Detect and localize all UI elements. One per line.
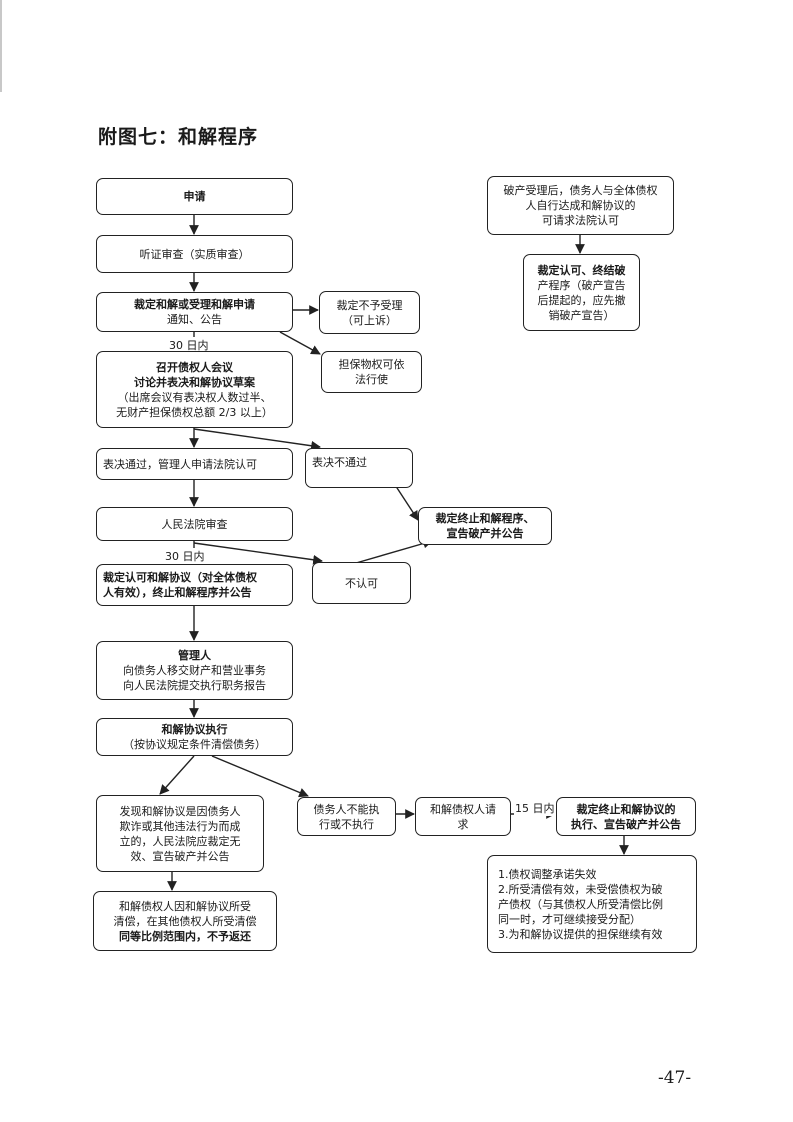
node-cannot-execute: 债务人不能执 行或不执行: [297, 797, 396, 836]
scan-edge-mark: [0, 0, 2, 92]
node-approve: 裁定认可和解协议（对全体债权 人有效），终止和解程序并公告: [96, 564, 293, 606]
arrow-review-notapproved: [193, 542, 323, 565]
node-administrator: 管理人 向债务人移交财产和营业事务 向人民法院提交执行职务报告: [96, 641, 293, 700]
arrow-accept-secured: [279, 331, 321, 355]
node-ruling-end: 裁定认可、终结破 产程序（破产宣告 后提起的，应先撤 销破产宣告）: [523, 254, 640, 331]
page-title: 附图七：和解程序: [98, 126, 259, 148]
node-not-approved: 不认可: [312, 562, 411, 604]
node-terminate: 裁定终止和解程序、 宣告破产并公告: [418, 507, 552, 545]
node-no-return: 和解债权人因和解协议所受 清偿，在其他债权人所受清偿 同等比例范围内，不予返还: [93, 891, 277, 951]
arrow-execution-cannot: [211, 755, 309, 798]
node-vote-pass: 表决通过，管理人申请法院认可: [96, 448, 293, 480]
node-ruling-accept: 裁定和解或受理和解申请 通知、公告: [96, 292, 293, 332]
arrow-meeting-fail: [193, 428, 321, 451]
node-effects: 1.债权调整承诺失效 2.所受清偿有效，未受偿债权为破 产债权（与其债权人所受清…: [487, 855, 697, 953]
node-self-settle: 破产受理后，债务人与全体债权 人自行达成和解协议的 可请求法院认可: [487, 176, 674, 235]
node-terminate-agreement: 裁定终止和解协议的 执行、宣告破产并公告: [556, 797, 696, 836]
page-number: -47-: [658, 1068, 692, 1088]
node-reject: 裁定不予受理 （可上诉）: [319, 291, 420, 334]
node-apply: 申请: [96, 178, 293, 215]
arrow-notapproved-terminate: [355, 538, 433, 564]
arrow-execution-fraud: [159, 755, 195, 795]
node-secured: 担保物权可依 法行使: [321, 351, 422, 393]
node-court-review: 人民法院审查: [96, 507, 293, 541]
node-vote-fail: 表决不通过: [305, 448, 413, 488]
label-30-days-2: 30 日内: [164, 548, 206, 564]
label-15-days: 15 日内: [514, 800, 556, 816]
node-creditor-request: 和解债权人请 求: [415, 797, 511, 836]
node-fraud: 发现和解协议是因债务人 欺诈或其他违法行为而成 立的，人民法院应裁定无 效、宣告…: [96, 795, 264, 872]
node-hearing: 听证审查（实质审查）: [96, 235, 293, 273]
label-30-days-1: 30 日内: [168, 337, 210, 353]
node-meeting: 召开债权人会议 讨论并表决和解协议草案 （出席会议有表决权人数过半、 无财产担保…: [96, 351, 293, 428]
node-execution: 和解协议执行 （按协议规定条件清偿债务）: [96, 718, 293, 756]
